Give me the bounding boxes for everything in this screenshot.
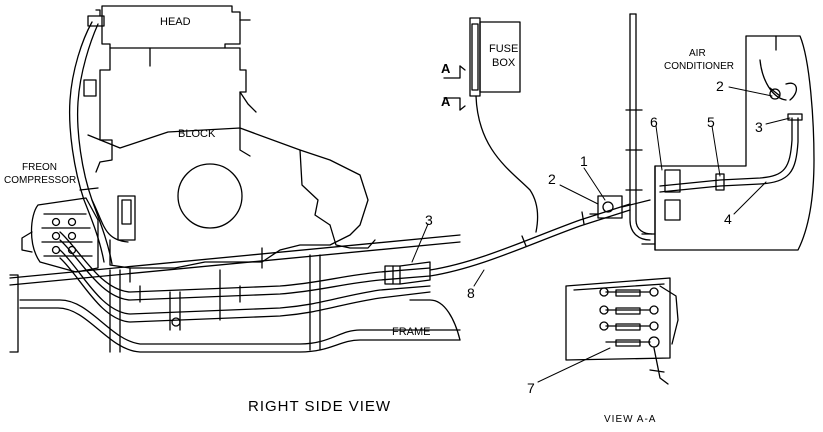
frame-rail bbox=[9, 234, 461, 353]
callout-2-left: 2 bbox=[548, 171, 556, 187]
fuse-box-label-line2: BOX bbox=[492, 57, 516, 69]
air-conditioner-label-line2: CONDITIONER bbox=[664, 61, 734, 72]
callout-2-right: 2 bbox=[716, 78, 724, 94]
view-aa-inset bbox=[565, 277, 679, 385]
callout-8: 8 bbox=[467, 285, 475, 301]
frame-label: FRAME bbox=[392, 326, 431, 338]
callout-7: 7 bbox=[527, 380, 535, 396]
section-a-bottom-label: A bbox=[441, 94, 451, 109]
fuse-box-label-line1: FUSE bbox=[489, 43, 519, 55]
air-conditioner-label-line1: AIR bbox=[689, 48, 706, 59]
refrigerant-lines bbox=[59, 231, 431, 331]
engine-block bbox=[87, 47, 376, 283]
compressor-hoses bbox=[68, 21, 129, 265]
callout-3-right: 3 bbox=[755, 119, 763, 135]
leader-lines bbox=[411, 86, 791, 383]
callout-5: 5 bbox=[707, 114, 715, 130]
vertical-lines bbox=[625, 13, 653, 241]
expansion-valve bbox=[589, 195, 651, 219]
air-conditioner-unit bbox=[641, 35, 815, 251]
fuse-box bbox=[443, 17, 539, 233]
ac-lines bbox=[659, 59, 803, 193]
freon-compressor bbox=[21, 197, 99, 273]
head-label: HEAD bbox=[160, 16, 191, 28]
right-side-view-caption: RIGHT SIDE VIEW bbox=[248, 398, 392, 415]
callout-6: 6 bbox=[650, 114, 658, 130]
callout-4: 4 bbox=[724, 211, 732, 227]
section-a-top-label: A bbox=[441, 61, 451, 76]
block-label: BLOCK bbox=[178, 128, 216, 140]
freon-label-line1: FREON bbox=[22, 162, 57, 173]
engine-head bbox=[87, 5, 251, 49]
callout-3-left: 3 bbox=[425, 212, 433, 228]
hose-line-8 bbox=[429, 203, 631, 277]
view-aa-caption: VIEW A-A bbox=[604, 414, 657, 425]
callout-1: 1 bbox=[580, 153, 588, 169]
freon-label-line2: COMPRESSOR bbox=[4, 175, 77, 186]
